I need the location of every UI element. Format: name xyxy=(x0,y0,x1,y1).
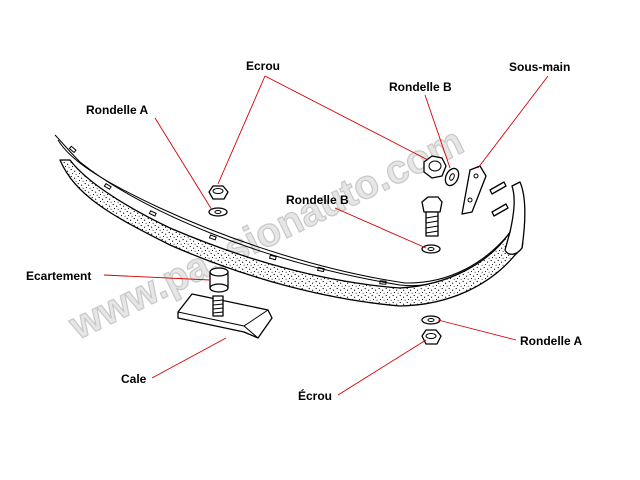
leader-lines xyxy=(103,75,549,396)
spacer xyxy=(209,267,229,293)
sous-main-bracket xyxy=(461,165,487,215)
label-ecrou-top: Ecrou xyxy=(246,59,280,73)
label-ecartement: Ecartement xyxy=(26,269,91,283)
label-rondelle-a-right: Rondelle A xyxy=(520,334,583,348)
washer-a-left xyxy=(208,207,228,217)
label-rondelle-a-left: Rondelle A xyxy=(86,103,149,117)
label-ecrou-bottom: Écrou xyxy=(298,388,332,403)
washer-b-top xyxy=(444,167,460,187)
label-sous-main: Sous-main xyxy=(509,60,570,74)
label-rondelle-b-top: Rondelle B xyxy=(389,80,452,94)
spoiler-bumper xyxy=(54,134,526,307)
nut-top-right xyxy=(423,155,447,179)
label-rondelle-b-middle: Rondelle B xyxy=(286,193,349,207)
washer-b-middle xyxy=(421,244,441,254)
cale-plate xyxy=(177,293,273,339)
nut-left xyxy=(208,185,229,200)
nut-bottom xyxy=(421,329,442,345)
label-cale: Cale xyxy=(121,372,147,386)
washer-a-right xyxy=(421,315,441,325)
bolt-middle xyxy=(421,196,443,237)
